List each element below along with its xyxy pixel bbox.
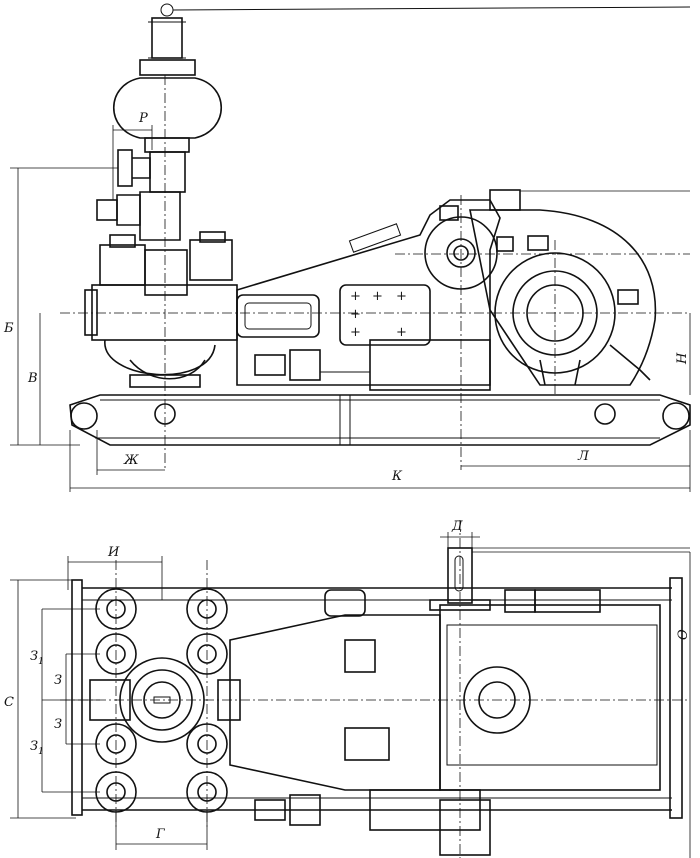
- plan-view: И Д С З1 З З: [4, 519, 691, 858]
- dim-label-r: Р: [138, 111, 148, 126]
- side-view: + + + + + +: [3, 3, 691, 492]
- power-end: + + + + + +: [236, 199, 501, 391]
- dim-label-z-top: З: [54, 673, 62, 688]
- dim-label-zh: Ж: [123, 453, 139, 468]
- dim-label-d: Д: [451, 519, 463, 534]
- valve-covers: [89, 588, 241, 813]
- dim-label-z-bottom: З: [54, 717, 62, 732]
- dim-label-z1-bottom: З1: [30, 739, 44, 757]
- gearbox: [424, 189, 657, 386]
- dim-label-i: И: [107, 545, 120, 560]
- dim-label-n: Н: [675, 352, 690, 365]
- svg-text:+: +: [372, 289, 383, 304]
- svg-text:+: +: [350, 289, 361, 304]
- dim-label-l: Л: [577, 449, 590, 464]
- plan-power-end: [229, 589, 661, 856]
- svg-text:+: +: [396, 289, 407, 304]
- plan-frame: [71, 577, 683, 819]
- dim-label-g: Г: [155, 827, 165, 842]
- dim-label-k: К: [391, 469, 403, 484]
- dim-label-z1-top: З1: [30, 649, 44, 667]
- dim-label-s: С: [4, 695, 14, 710]
- svg-text:+: +: [396, 325, 407, 340]
- dim-label-v: В: [27, 371, 38, 386]
- svg-text:+: +: [350, 325, 361, 340]
- dim-label-o: О: [676, 629, 691, 640]
- plan-dimensions: И Д С З1 З З: [4, 519, 691, 858]
- side-dimensions: Р Б В Ж К Л Н: [3, 111, 691, 492]
- dim-label-b: Б: [3, 321, 14, 336]
- base-skid: [69, 394, 691, 446]
- fluid-end: [84, 231, 320, 388]
- discharge-pipe: [96, 149, 181, 241]
- svg-text:+: +: [350, 307, 361, 322]
- air-chamber: [113, 3, 691, 193]
